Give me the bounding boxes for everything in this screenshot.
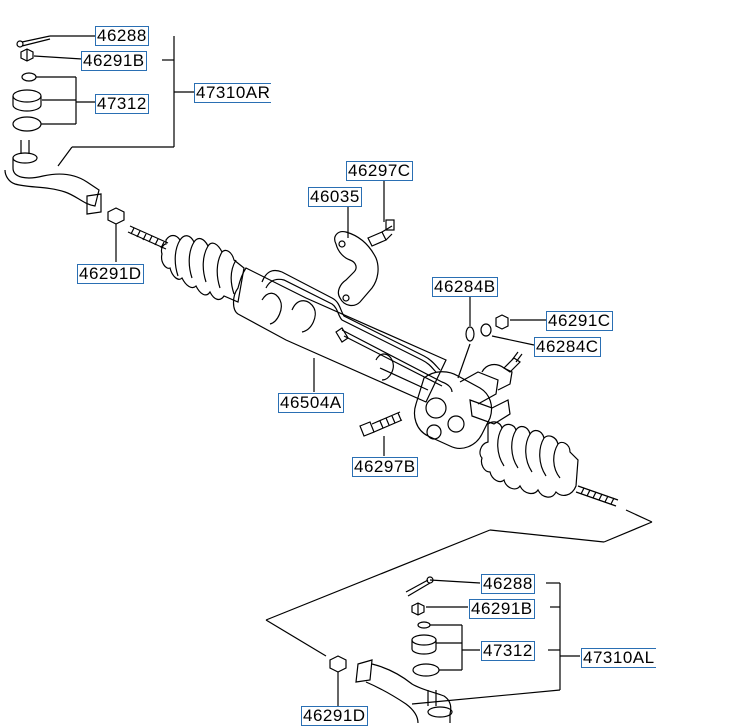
part-number-46297b[interactable]: 46297B bbox=[352, 457, 418, 477]
part-number-46504a[interactable]: 46504A bbox=[278, 393, 344, 413]
cotter-pin-top bbox=[16, 35, 51, 48]
bellows-boot-left bbox=[160, 234, 245, 303]
part-number-46035[interactable]: 46035 bbox=[308, 187, 362, 207]
part-number-47312-bottom[interactable]: 47312 bbox=[481, 641, 535, 661]
washer-46284c bbox=[480, 323, 492, 337]
washer-bottom bbox=[417, 621, 431, 629]
bolt-46297c bbox=[367, 219, 395, 247]
hydraulic-pipes bbox=[261, 269, 453, 393]
part-number-46291d-bottom[interactable]: 46291D bbox=[301, 706, 368, 726]
dust-boot-bottom bbox=[411, 634, 437, 655]
snap-ring-top bbox=[12, 116, 42, 132]
tie-rod-end-right bbox=[4, 140, 102, 215]
part-number-47310al[interactable]: 47310AL bbox=[581, 648, 656, 668]
part-number-46291b-bottom[interactable]: 46291B bbox=[469, 599, 535, 619]
leader-lines-bottom bbox=[411, 579, 580, 705]
rack-threaded-end-left bbox=[127, 225, 169, 250]
part-number-46291c[interactable]: 46291C bbox=[546, 311, 613, 331]
castle-nut-bottom bbox=[411, 602, 425, 616]
washer-46284b bbox=[465, 326, 475, 342]
valve-body bbox=[413, 363, 513, 449]
part-number-46288-top[interactable]: 46288 bbox=[95, 26, 149, 46]
rack-threaded-end-right bbox=[265, 485, 653, 657]
nut-46291d-top bbox=[107, 207, 125, 262]
snap-ring-bottom bbox=[412, 663, 440, 677]
leader-lines-main bbox=[313, 178, 546, 456]
cotter-pin-bottom bbox=[405, 576, 434, 597]
tie-rod-end-left bbox=[355, 659, 453, 723]
dust-boot-top bbox=[12, 89, 42, 112]
part-number-46291d-top[interactable]: 46291D bbox=[77, 264, 144, 284]
part-number-47312-top[interactable]: 47312 bbox=[95, 94, 149, 114]
part-number-46291b-top[interactable]: 46291B bbox=[81, 51, 147, 71]
input-shaft bbox=[503, 351, 523, 373]
castle-nut-top bbox=[20, 48, 34, 62]
nut-46291d-bottom bbox=[329, 655, 347, 708]
part-number-46288-bottom[interactable]: 46288 bbox=[481, 574, 535, 594]
nut-46291c bbox=[495, 314, 509, 330]
part-number-46284c[interactable]: 46284C bbox=[534, 337, 601, 357]
part-number-46284b[interactable]: 46284B bbox=[432, 277, 498, 297]
bellows-boot-right bbox=[479, 421, 579, 498]
bolt-46297b bbox=[359, 411, 403, 437]
washer-top bbox=[21, 72, 37, 82]
part-number-47310ar[interactable]: 47310AR bbox=[194, 83, 272, 103]
part-number-46297c[interactable]: 46297C bbox=[346, 161, 413, 181]
clamp-bracket bbox=[334, 231, 379, 307]
leader-lines-top-left bbox=[33, 35, 194, 167]
